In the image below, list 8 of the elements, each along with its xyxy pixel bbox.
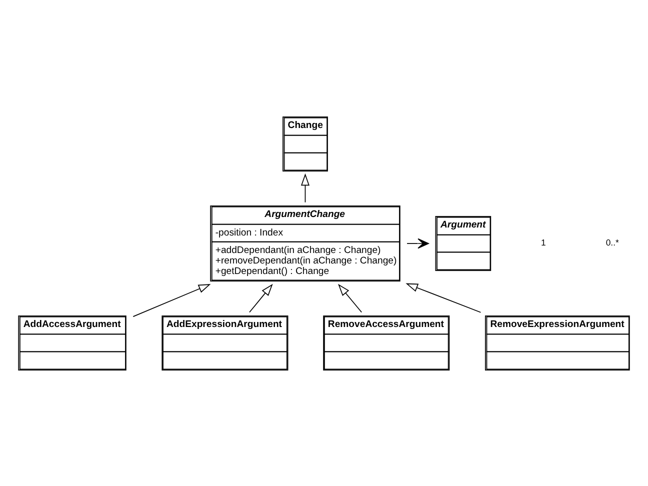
label: 0..* [606,237,619,248]
arrow [338,283,362,312]
arrow [132,284,211,316]
arrow [406,238,429,248]
arrow [300,172,310,202]
label: 1 [541,237,546,248]
arrow [406,282,482,312]
arrow [249,283,273,312]
